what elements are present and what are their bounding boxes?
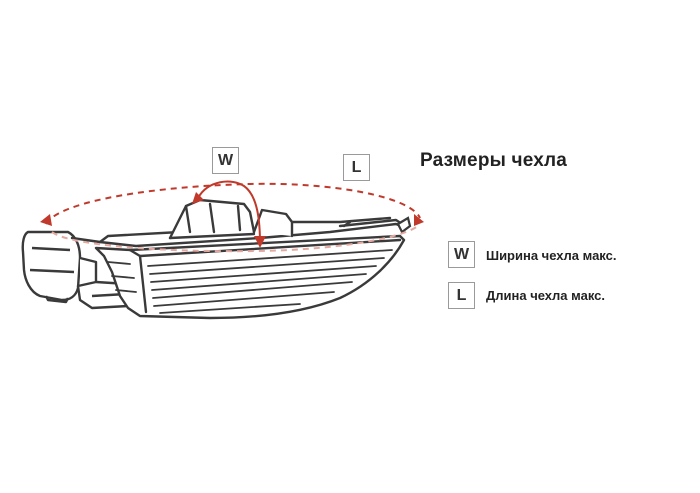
- outboard-motor-icon: [21, 230, 98, 304]
- boat-hull: [94, 234, 406, 320]
- windshield: [168, 198, 392, 240]
- legend-length-marker: L: [456, 286, 467, 304]
- legend-width-marker: W: [453, 245, 470, 263]
- legend-length-marker-box: L: [448, 282, 475, 309]
- legend-length-text: Длина чехла макс.: [486, 288, 605, 303]
- legend-width-marker-box: W: [448, 241, 475, 268]
- legend-width-text: Ширина чехла макс.: [486, 248, 617, 263]
- length-marker-label: L: [351, 158, 362, 176]
- width-marker-label: W: [217, 151, 234, 169]
- length-marker-box: L: [343, 154, 370, 181]
- page-title: Размеры чехла: [420, 150, 568, 171]
- bow-cleat-icon: [396, 216, 412, 234]
- width-dimension-arrow: [192, 180, 266, 248]
- width-marker-box: W: [212, 147, 239, 174]
- length-dimension-arrow: [40, 182, 424, 253]
